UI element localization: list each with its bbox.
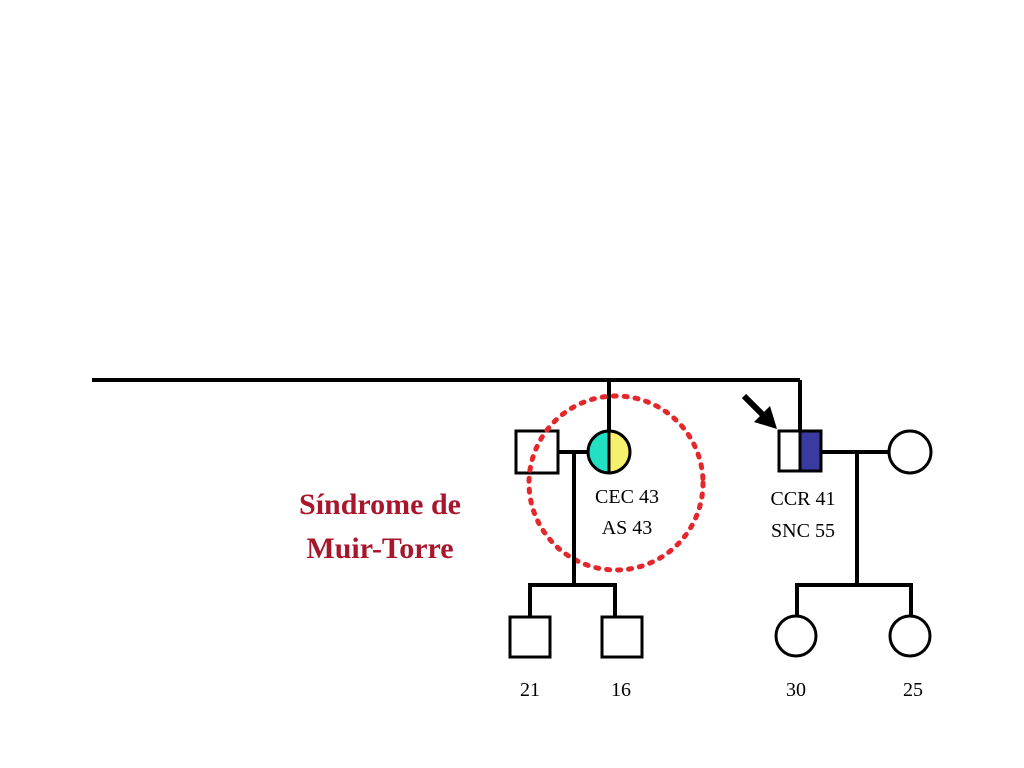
mother-label-2: AS 43 [602,517,653,539]
mother-label-1: CEC 43 [595,486,659,508]
proband-label-2: SNC 55 [771,520,835,542]
proband-label-1: CCR 41 [770,488,835,510]
child-age-1: 21 [520,679,540,701]
proband-arrow-icon [741,393,777,429]
child-age-4: 25 [903,679,923,701]
syndrome-title-line1: Síndrome de [299,488,461,521]
child-age-3: 30 [786,679,806,701]
highlight-circle [526,393,706,573]
syndrome-title-line2: Muir-Torre [306,532,453,565]
proband-square [777,429,823,473]
father-square [514,429,560,475]
child-square-2 [600,615,644,659]
child-age-2: 16 [611,679,631,701]
child-square-1 [508,615,552,659]
mother-circle [586,429,632,475]
child-circle-1 [774,614,818,658]
spouse-circle [887,429,933,475]
child-circle-2 [888,614,932,658]
